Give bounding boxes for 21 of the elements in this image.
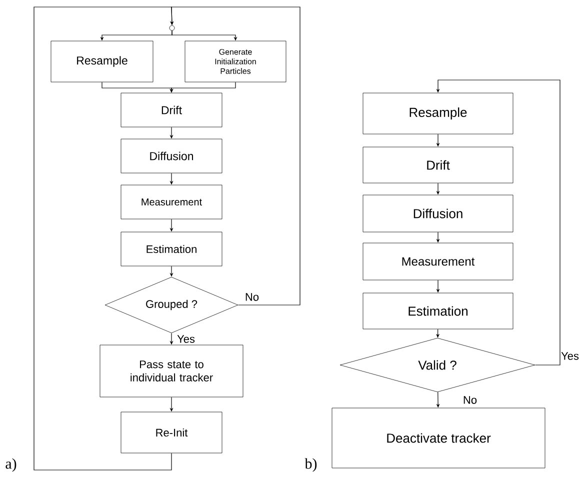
arrow (34, 6, 174, 470)
process-box: Resample (50, 40, 154, 82)
process-box: Estimation (120, 232, 222, 266)
edge-label: No (246, 293, 259, 301)
process-box: Pass state to individual tracker (100, 344, 244, 398)
process-box: Drift (362, 146, 514, 184)
process-box: Diffusion (362, 194, 514, 232)
edge-label: No (464, 396, 477, 404)
process-box: Re-Init (120, 412, 222, 454)
process-box: Measurement (362, 242, 514, 280)
panel-label: b) (304, 458, 317, 472)
edge-label: Yes (561, 352, 579, 360)
process-box: Drift (120, 92, 222, 128)
edge-label: Yes (177, 335, 195, 343)
process-box: Measurement (120, 184, 222, 220)
panel-label: a) (6, 458, 16, 472)
process-box: Diffusion (120, 138, 222, 174)
process-box: Estimation (362, 292, 514, 330)
process-box: Generate Initialization Particles (184, 40, 286, 82)
process-box: Deactivate tracker (332, 408, 546, 468)
process-box: Resample (362, 92, 514, 134)
